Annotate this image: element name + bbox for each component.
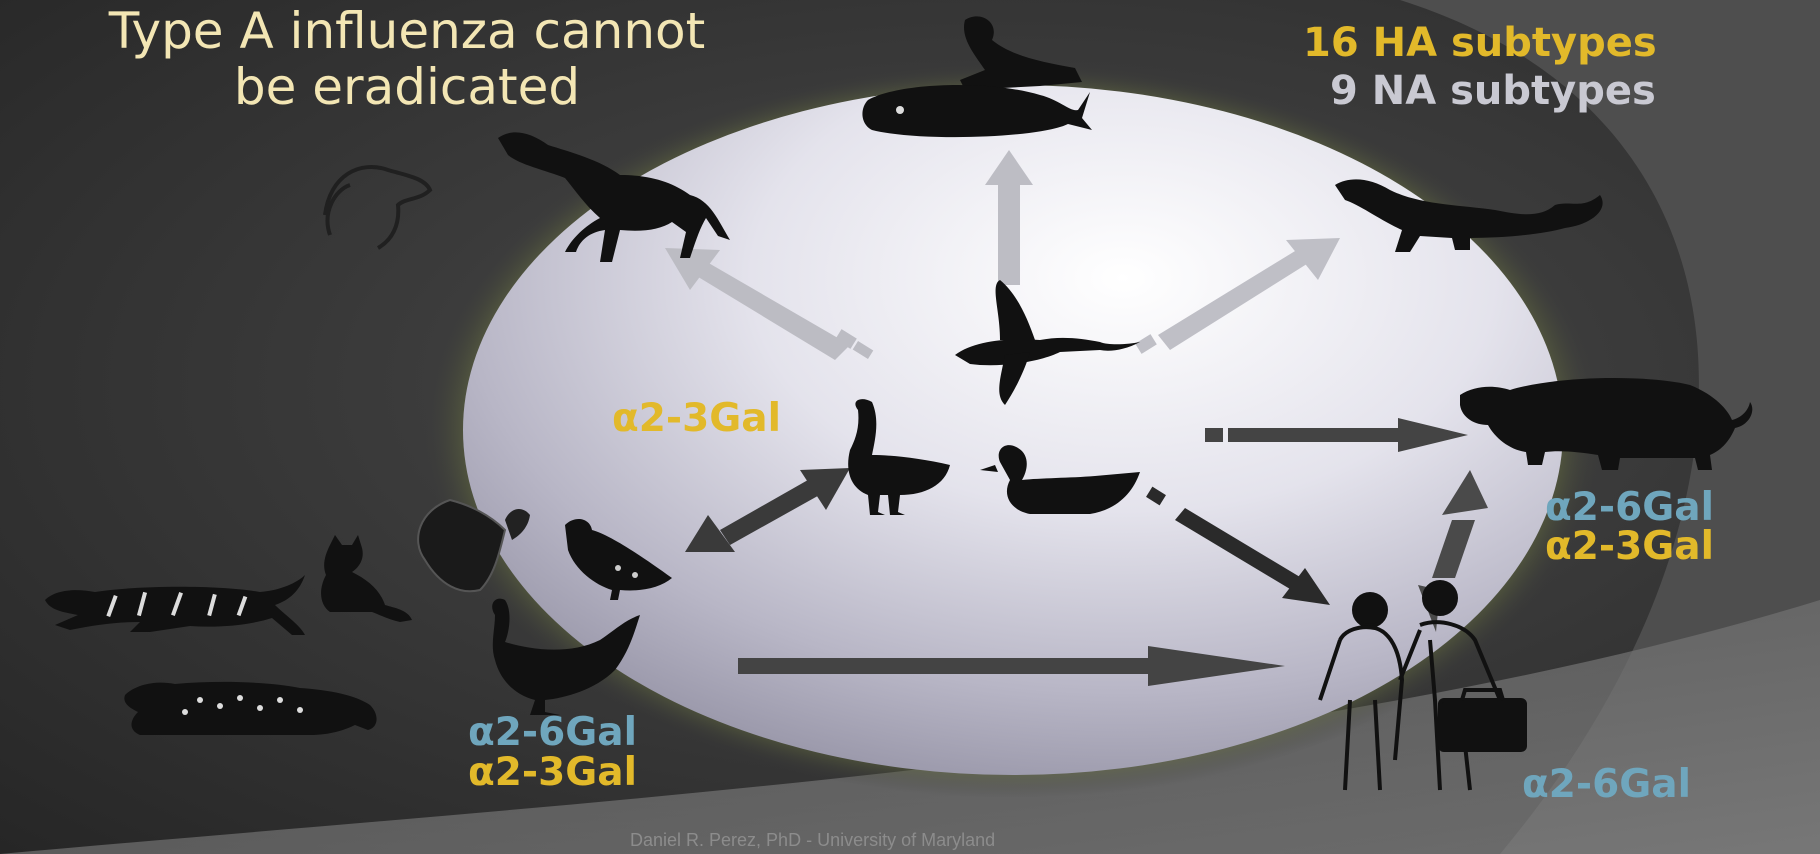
- receptor-label-center: α2-3Gal: [612, 396, 781, 441]
- sea-lion-icon: [960, 16, 1082, 90]
- leopard-icon: [124, 682, 376, 735]
- slide-title: Type A influenza cannot: [12, 2, 802, 60]
- ha-subtypes-label: 16 HA subtypes: [1303, 20, 1657, 66]
- slide-title-line2: be eradicated: [12, 58, 802, 116]
- dog-icon: [325, 167, 430, 248]
- receptor-label-pig-a23: α2-3Gal: [1545, 524, 1714, 569]
- receptor-label-poultry-a26: α2-6Gal: [468, 710, 637, 755]
- na-subtypes-label: 9 NA subtypes: [1330, 68, 1656, 114]
- receptor-label-poultry-a23: α2-3Gal: [468, 750, 637, 795]
- footer-credit: Daniel R. Perez, PhD - University of Mar…: [630, 830, 995, 851]
- tiger-icon: [45, 575, 305, 635]
- receptor-label-human-a26: α2-6Gal: [1522, 762, 1691, 807]
- cat-icon: [321, 535, 412, 622]
